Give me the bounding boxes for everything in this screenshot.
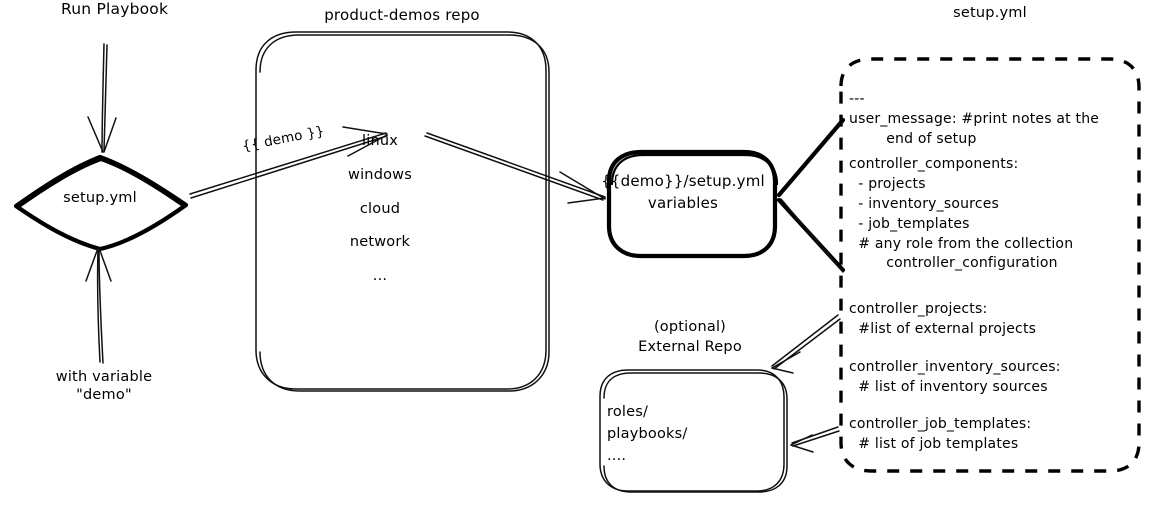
linux-to-variables-arrow xyxy=(424,132,606,204)
run-playbook-label: Run Playbook xyxy=(61,0,169,18)
variables-to-setupyml-connectors xyxy=(776,117,846,273)
run-playbook-arrow xyxy=(87,43,117,153)
product-demos-repo-title: product-demos repo xyxy=(324,6,480,24)
product-demos-repo-items: linux windows cloud network ... xyxy=(348,133,412,285)
external-repo-items: roles/ playbooks/ .... xyxy=(607,404,688,464)
setup-yml-variables-shape xyxy=(606,149,779,259)
external-repo-title: (optional) External Repo xyxy=(638,319,742,355)
controller-projects-arrow xyxy=(771,314,841,374)
external-repo-shape xyxy=(599,369,788,493)
controller-job-templates-arrow xyxy=(790,426,840,453)
setup-yml-decision-label: setup.yml xyxy=(63,190,137,206)
setup-yml-block-user-message: --- user_message: #print notes at the en… xyxy=(849,91,1100,147)
with-variable-label: with variable "demo" xyxy=(55,369,153,404)
setup-yml-block-controller-job-templates: controller_job_templates: # list of job … xyxy=(849,416,1032,452)
with-variable-arrow xyxy=(85,247,112,364)
product-demos-repo-shape xyxy=(255,31,550,392)
setup-yml-box-title: setup.yml xyxy=(953,5,1027,21)
setup-yml-variables-label: {{demo}}/setup.yml variables xyxy=(601,172,765,212)
demo-variable-arrow xyxy=(189,126,388,199)
setup-yml-block-controller-inventory-sources: controller_inventory_sources: # list of … xyxy=(849,359,1061,395)
setup-yml-decision-shape xyxy=(13,154,189,252)
setup-yml-block-controller-projects: controller_projects: #list of external p… xyxy=(849,301,1037,337)
setup-yml-block-controller-components: controller_components: - projects - inve… xyxy=(849,156,1074,272)
